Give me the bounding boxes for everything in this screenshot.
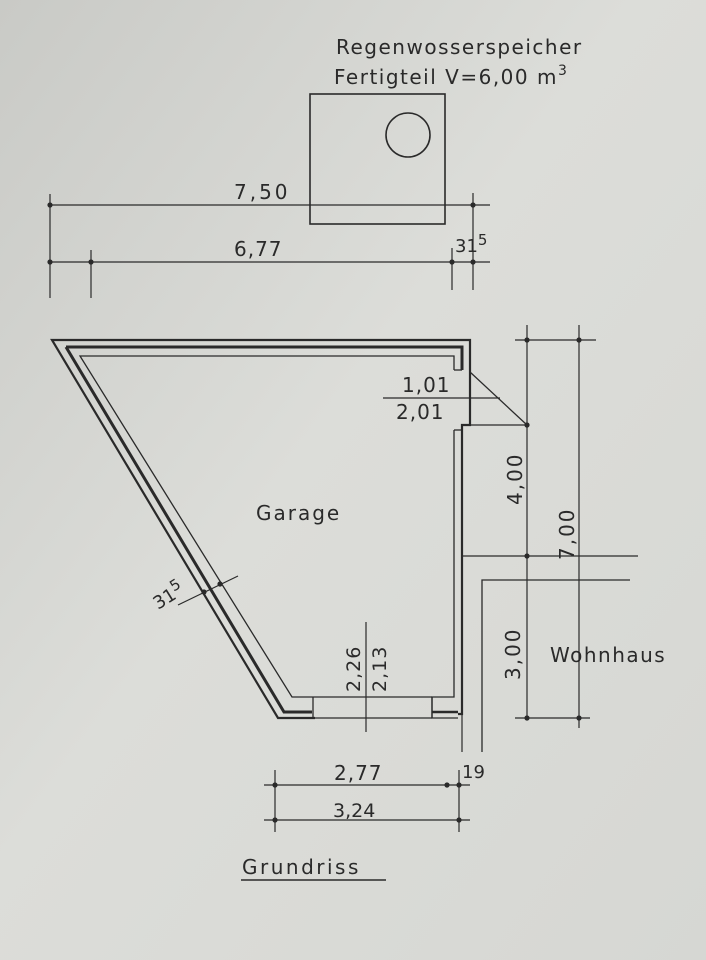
dim-notch-lower: 2,01 [396,400,445,424]
garage-label: Garage [256,501,341,525]
garage-wall-inner [78,355,455,698]
tank-superscript: 3 [558,63,568,79]
plan-title-block: Grundriss [241,855,386,881]
dim-bottom-inner: 2,77 [334,761,383,785]
rainwater-tank: Regenwosserspeicher Fertigteil V=6,00 m3 [309,35,583,225]
tank-subtitle-text: Fertigteil V=6,00 m [334,65,558,89]
dim-notch-upper: 1,01 [402,373,451,397]
dim-top-inner: 6,77 [234,237,283,261]
tank-title: Regenwosserspeicher [336,35,583,59]
top-dimension-chain: 7,50 6,77 315 [47,180,490,298]
dim-bottom-right: 19 [462,762,485,783]
bottom-dimension-chain: 2,77 3,24 19 [264,761,485,832]
dim-bottom-outer: 3,24 [333,800,375,822]
house-outline: Wohnhaus [461,555,666,752]
dim-right-upper: 4,00 [503,452,527,505]
dim-top-right-value: 31 [455,236,478,257]
garage-walls [50,338,472,720]
tank-manhole-circle [385,112,431,158]
garage-wall-outer [50,338,472,720]
tank-outline [309,93,446,225]
dim-opening-b: 2,13 [369,646,391,692]
dim-top-right: 315 [455,231,487,257]
tank-subtitle: Fertigteil V=6,00 m3 [334,63,568,89]
door-opening-dimension: 2,26 2,13 [343,622,391,732]
dim-right-total: 7,00 [555,507,579,560]
right-dimension-chain: 4,00 7,00 3,00 [501,325,596,728]
garage-wall-outer-inner-edge [66,345,464,370]
garage-wall-diagonal-double [64,346,312,714]
dim-top-outer: 7,50 [234,180,291,204]
plan-title: Grundriss [242,855,361,879]
house-label: Wohnhaus [550,643,666,667]
dim-opening-a: 2,26 [343,646,365,692]
dim-right-lower: 3,00 [501,627,525,680]
dim-top-right-sup: 5 [478,231,488,249]
corner-notch-detail: 1,01 2,01 [383,371,528,426]
